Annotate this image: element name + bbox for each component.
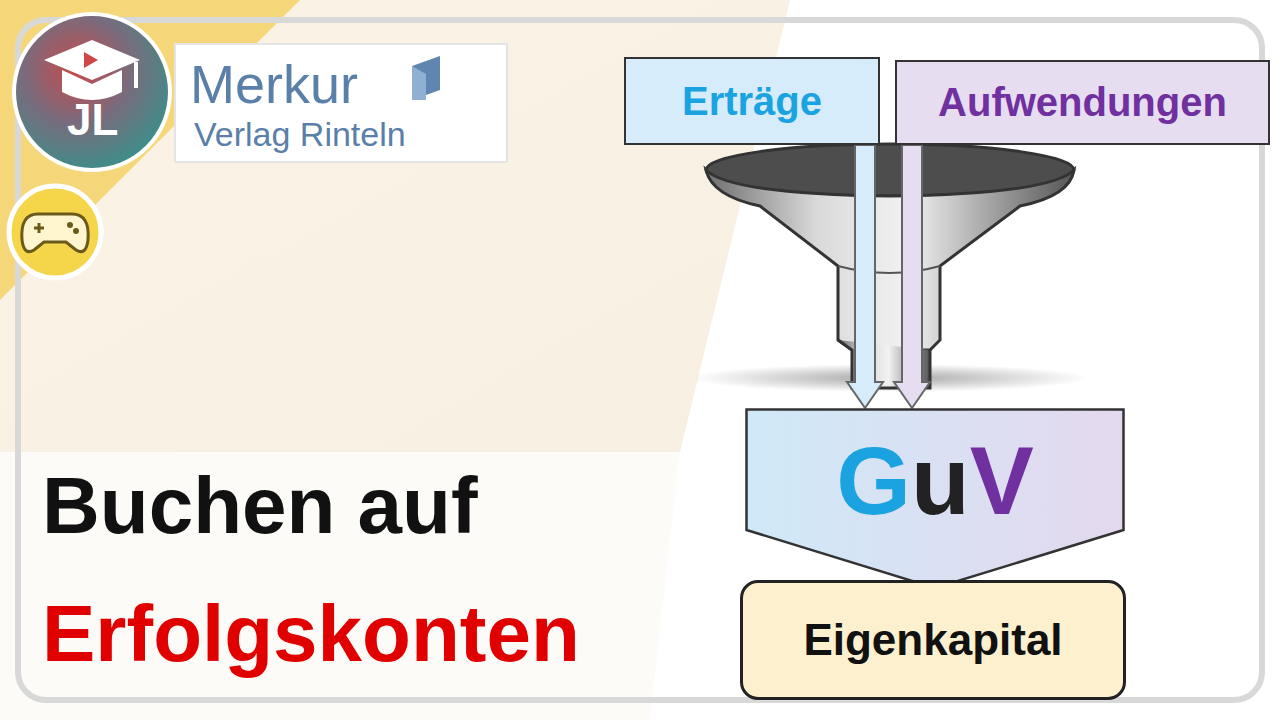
flow-arrow [894,145,930,408]
title-line: Erfolgskonten [42,590,580,678]
logo-initials: JL [67,96,118,144]
flow-arrow [847,145,883,408]
publisher-name: Merkur [190,55,358,114]
node-text: Erträge [682,79,822,124]
title-line: Buchen auf [42,462,478,550]
publisher-place: Verlag Rinteln [194,116,406,153]
equity-box: Eigenkapital [740,580,1126,700]
node-text: GuV [836,426,1033,536]
expense-box: Aufwendungen [895,60,1270,145]
node-text: Eigenkapital [803,615,1062,665]
result-account: GuV [745,408,1125,590]
node-text: Aufwendungen [938,80,1227,125]
income-box: Erträge [624,57,880,145]
